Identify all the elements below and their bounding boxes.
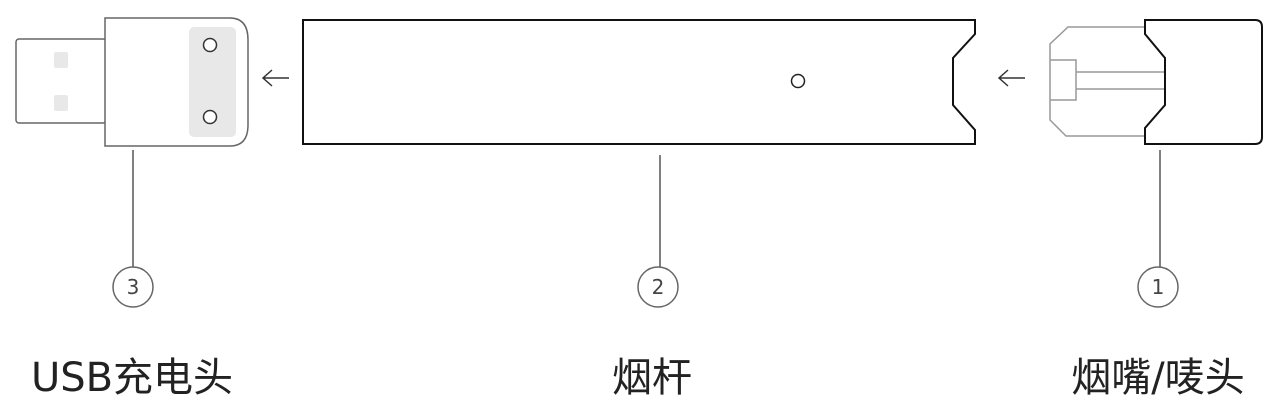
arrow-left-icon [997,69,1025,87]
callout-number-1: 1 [1152,275,1165,299]
callout-3 [112,266,154,308]
charger-contact-pad [189,27,236,137]
callout-number-2: 2 [652,275,665,299]
label-usb-charger: USB充电头 [30,355,234,401]
mouthpiece-cap [1144,19,1263,145]
contact-pin [202,37,218,53]
mouthpiece [1049,19,1263,145]
leader-lines [132,150,1161,267]
label-pod-body: 烟杆 [612,355,692,401]
usb-plug-hole [54,95,68,111]
callout-1 [1137,266,1179,308]
pod-body [302,19,976,145]
indicator-light [790,73,806,89]
label-mouthpiece: 烟嘴/唛头 [1071,355,1245,401]
mouthpiece-insert [1049,26,1145,137]
usb-charger [15,17,249,147]
callout-number-3: 3 [127,275,140,299]
callout-2 [637,266,679,308]
usb-plug-hole [54,52,68,68]
callout-circles [112,266,1179,308]
contact-pin [202,109,218,125]
arrow-left-icon [261,69,289,87]
